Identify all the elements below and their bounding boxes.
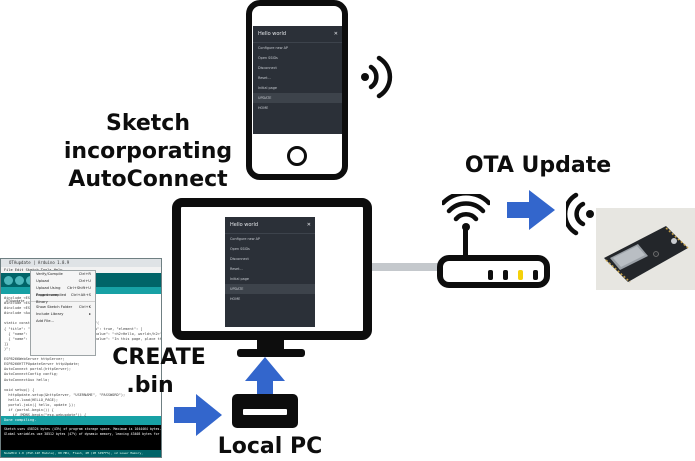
menu-item-label: Show Sketch Folder (36, 305, 73, 309)
network-cable (372, 263, 440, 271)
router-led (533, 270, 538, 280)
arrow-right-icon (174, 394, 222, 436)
router-led (503, 270, 508, 280)
home-button-icon (287, 146, 307, 166)
portal-menu-item-update[interactable]: UPDATE (253, 93, 342, 103)
menu-item-label: Upload (36, 279, 49, 283)
portal-menu-item[interactable]: Initial page (230, 277, 249, 281)
code-line: AutoConnectAux hello; (4, 377, 50, 382)
verify-icon[interactable] (4, 275, 13, 285)
menu-item-shortcut: Ctrl+U (78, 279, 91, 283)
monitor-stand (257, 338, 284, 350)
portal-menu-item[interactable]: Disconnect (258, 66, 277, 70)
portal-menu-item[interactable]: Open SSIDs (258, 56, 278, 60)
portal-menu-item[interactable]: HOME (258, 106, 269, 110)
menu-item-label: Include Library (36, 312, 64, 316)
monitor-base (237, 349, 305, 357)
portal-menu-item[interactable]: Reset... (230, 267, 243, 271)
code-line: void setup() { (4, 387, 35, 392)
console-line (4, 436, 158, 441)
ide-tab[interactable]: OTAupdate (4, 298, 30, 305)
ide-console: Sketch uses 458324 bytes (43%) of progra… (1, 425, 161, 450)
console-line: Sketch uses 458324 bytes (43%) of progra… (4, 427, 162, 431)
portal-title: Hello world ✕ (225, 217, 315, 234)
create-label-line2: .bin (126, 373, 174, 398)
ide-title-bar: OTAupdate | Arduino 1.8.9 (1, 259, 161, 267)
portal-title-text: Hello world (258, 31, 287, 37)
portal-menu-item[interactable]: Configure new AP (230, 237, 260, 241)
code-line: if (MDNS.begin("esp-webupdate")) { (4, 413, 87, 418)
menu-separator (31, 301, 95, 302)
portal-title-text: Hello world (230, 222, 259, 228)
portal-menu-item[interactable]: Configure new AP (258, 46, 288, 50)
console-line: Global variables use 38512 bytes (47%) o… (4, 431, 160, 436)
code-line: AutoConnectConfig config; (4, 372, 59, 377)
menu-item-label: Verify/Compile (36, 272, 63, 276)
code-line: ESP8266HTTPUpdateServer httpUpdate; (4, 362, 80, 367)
menu-item-shortcut: Ctrl+Alt+S (70, 293, 91, 297)
portal-menu-item-update[interactable]: UPDATE (225, 284, 315, 294)
menu-item-label: Upload Using Programmer (36, 286, 61, 297)
ide-board-info: NodeMCU 1.0 (ESP-12E Module), 80 MHz, Fl… (1, 450, 161, 457)
code-line: ESP8266WebServer httpServer; (4, 357, 65, 362)
code-line: httpUpdate.setup(&httpServer, "USERNAME"… (4, 392, 126, 397)
arrow-right-icon (507, 190, 555, 230)
menu-item-shortcut: Ctrl+R (78, 272, 91, 276)
ota-update-label: OTA Update (464, 153, 612, 178)
code-line: )"; (4, 346, 11, 351)
close-icon[interactable]: ✕ (333, 31, 338, 37)
portal-title: Hello world ✕ (253, 26, 342, 43)
menu-item-shortcut: ▸ (89, 312, 91, 316)
drive-slot (243, 409, 287, 415)
sketch-menu-dropdown: Verify/Compile Ctrl+R Upload Ctrl+U Upload U… (30, 270, 96, 356)
router-led (488, 270, 493, 280)
local-pc-label: Local PC (217, 434, 323, 459)
upload-icon[interactable] (15, 275, 24, 285)
portal-menu-item[interactable]: Disconnect (230, 257, 249, 261)
arrow-up-icon (245, 357, 285, 409)
sketch-label-line3: AutoConnect (68, 167, 228, 192)
esp8266-board-image (596, 208, 695, 290)
portal-menu-item[interactable]: HOME (230, 297, 241, 301)
monitor-portal-menu: Hello world ✕ Configure new AP Open SSID… (225, 217, 315, 327)
code-line: ]} (4, 341, 9, 346)
menu-item-label: Add File... (36, 319, 54, 323)
router-icon (437, 255, 550, 288)
wireless-signal-icon (361, 55, 393, 99)
code-line: hello.load(HELLO_PAGE); (4, 397, 59, 402)
sketch-label-line2: incorporating (63, 139, 233, 164)
menu-item-shortcut: Ctrl+K (78, 305, 91, 309)
sketch-menu-item[interactable]: Upload Ctrl+U (31, 278, 95, 285)
portal-menu-item[interactable]: Open SSIDs (230, 247, 250, 251)
sketch-label-line1: Sketch (105, 111, 191, 136)
sketch-menu-item[interactable]: Show Sketch Folder Ctrl+K (31, 304, 95, 311)
wireless-signal-icon (566, 192, 594, 236)
router-antenna (463, 225, 468, 255)
portal-menu-item[interactable]: Initial page (258, 86, 277, 90)
close-icon[interactable]: ✕ (306, 222, 311, 228)
ide-status-bar: Done compiling. (1, 416, 161, 425)
phone-portal-menu: Hello world ✕ Configure new AP Open SSID… (253, 26, 342, 134)
menu-item-label: Export compiled Binary (36, 293, 67, 304)
sketch-menu-item[interactable]: Add File... (31, 318, 95, 325)
router-led-active (518, 270, 523, 280)
code-line: AutoConnect portal(httpServer); (4, 367, 72, 372)
menu-item-shortcut: Ctrl+Shift+U (67, 286, 91, 290)
sketch-menu-item[interactable]: Upload Using Programmer Ctrl+Shift+U (31, 285, 95, 297)
sketch-menu-item[interactable]: Include Library ▸ (31, 311, 95, 318)
code-line: portal.join({ hello, update }); (4, 402, 76, 407)
code-line: if (portal.begin()) { (4, 408, 54, 413)
portal-menu-item[interactable]: Reset... (258, 76, 271, 80)
create-label-line1: CREATE (112, 345, 206, 370)
sketch-menu-item[interactable]: Verify/Compile Ctrl+R (31, 271, 95, 278)
